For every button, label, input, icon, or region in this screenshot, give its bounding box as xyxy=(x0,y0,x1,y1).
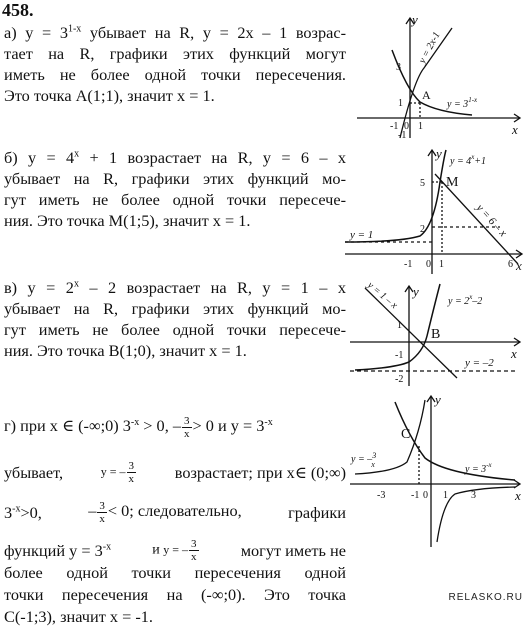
tick-minus-3: -3 xyxy=(377,490,385,501)
label-asymptote: y = 1 xyxy=(349,229,373,241)
part-d-line-7: C(-1;3), значит x = -1. xyxy=(4,607,153,626)
label-line: y = 1 – x xyxy=(364,279,400,311)
tick-minus-1: -1 xyxy=(395,350,403,361)
part-b-line-1: б) y = 4x + 1 возрастает на R, y = 6 – x xyxy=(4,148,346,167)
tick-1: 1 xyxy=(397,320,402,331)
part-a-line-4: Это точка A(1;1), значит x = 1. xyxy=(4,86,215,105)
tick-3: 3 xyxy=(396,62,401,73)
line-6-minus-x xyxy=(434,173,519,265)
label-asymptote: y = –2 xyxy=(464,357,494,369)
part-a-line-2: тает на R, графики этих функций могут xyxy=(4,44,346,63)
part-c-line-3: гут иметь не более одной точки пересече- xyxy=(4,320,346,339)
watermark: RELASKO.RU xyxy=(448,592,523,603)
part-a-line-1: а) y = 31-x убывает на R, y = 2x – 1 воз… xyxy=(4,23,346,42)
part-d-tail: более одной точки пересечения одной точк… xyxy=(4,562,346,628)
x-label: x xyxy=(511,122,518,137)
problem-number: 458. xyxy=(2,0,34,20)
tick-5: 5 xyxy=(420,178,425,189)
line-1-minus-x xyxy=(364,287,458,379)
y-label: y xyxy=(410,12,418,27)
x-label: x xyxy=(515,258,522,273)
point-c-label: C xyxy=(401,427,410,442)
tick-1: 1 xyxy=(439,259,444,270)
tick-3: 3 xyxy=(471,490,476,501)
part-b-line-4: ния. Это точка M(1;5), значит x = 1. xyxy=(4,211,251,230)
part-d-line-6: точки пересечения на (-∞;0). Это точка xyxy=(4,585,346,604)
part-a-line-3: иметь не более одной точки пересечения. xyxy=(4,65,346,84)
hyperbola-right-branch xyxy=(436,486,516,543)
y-label: y xyxy=(433,392,441,407)
part-c-line-1: в) y = 2x – 2 возрастает на R, y = 1 – x xyxy=(4,278,346,297)
part-d-line-5: более одной точки пересечения одной xyxy=(4,563,346,582)
label-exp: y = 3-x xyxy=(464,461,493,475)
y-label: y xyxy=(434,146,442,161)
tick-minus-1-x: -1 xyxy=(390,121,398,132)
tick-minus-1-y: -1 xyxy=(398,130,406,140)
point-a-label: A xyxy=(422,88,431,102)
tick-1-y: 1 xyxy=(398,98,403,109)
graph-a: y x y = 2x-1 y = 31-x A 3 1 -1 0 1 -1 xyxy=(357,12,522,140)
label-exp: y = 4x+1 xyxy=(449,153,486,167)
x-label: x xyxy=(510,346,517,361)
tick-6: 6 xyxy=(508,259,513,270)
exp-curve-3-minus-x xyxy=(394,401,516,481)
part-b-line-3: гут иметь не более одной точки пересече- xyxy=(4,190,346,209)
tick-minus-2: -2 xyxy=(395,374,403,385)
point-b-label: B xyxy=(431,327,440,342)
tick-0: 0 xyxy=(404,121,409,132)
tick-0: 0 xyxy=(423,490,428,501)
line-2x-1 xyxy=(399,27,453,139)
point-m-label: M xyxy=(446,175,459,190)
graph-c: y x y = 1 – x y = 2x–2 y = –2 B 1 -1 -2 xyxy=(350,279,522,386)
x-label: x xyxy=(514,488,521,503)
y-label: y xyxy=(411,284,419,299)
tick-1: 1 xyxy=(443,490,448,501)
exp-curve-3-1-x xyxy=(391,49,473,116)
tick-minus-1: -1 xyxy=(404,259,412,270)
part-c-line-2: убывает на R, графики этих функций мо- xyxy=(4,299,346,318)
tick-1-x: 1 xyxy=(418,121,423,132)
solution-part-a: а) y = 31-x убывает на R, y = 2x – 1 воз… xyxy=(4,22,346,106)
solution-part-c: в) y = 2x – 2 возрастает на R, y = 1 – x… xyxy=(4,277,346,361)
tick-minus-1: -1 xyxy=(411,490,419,501)
part-b-line-2: убывает на R, графики этих функций мо- xyxy=(4,169,346,188)
exp-curve-4x-plus-1 xyxy=(344,149,447,243)
label-exp: y = 2x–2 xyxy=(447,293,482,307)
graph-b: y x y = 4x+1 y = 6 – x y = 1 M 5 2 -1 0 … xyxy=(344,146,524,274)
tick-0: 0 xyxy=(426,259,431,270)
exp-curve-2x-minus-2 xyxy=(354,283,441,371)
solution-part-b: б) y = 4x + 1 возрастает на R, y = 6 – x… xyxy=(4,147,346,231)
hyperbola-left-branch xyxy=(354,399,426,475)
label-exp: y = 31-x xyxy=(446,96,478,110)
part-c-line-4: ния. Это точка B(1;0), значит x = 1. xyxy=(4,341,247,360)
tick-2: 2 xyxy=(420,224,425,235)
